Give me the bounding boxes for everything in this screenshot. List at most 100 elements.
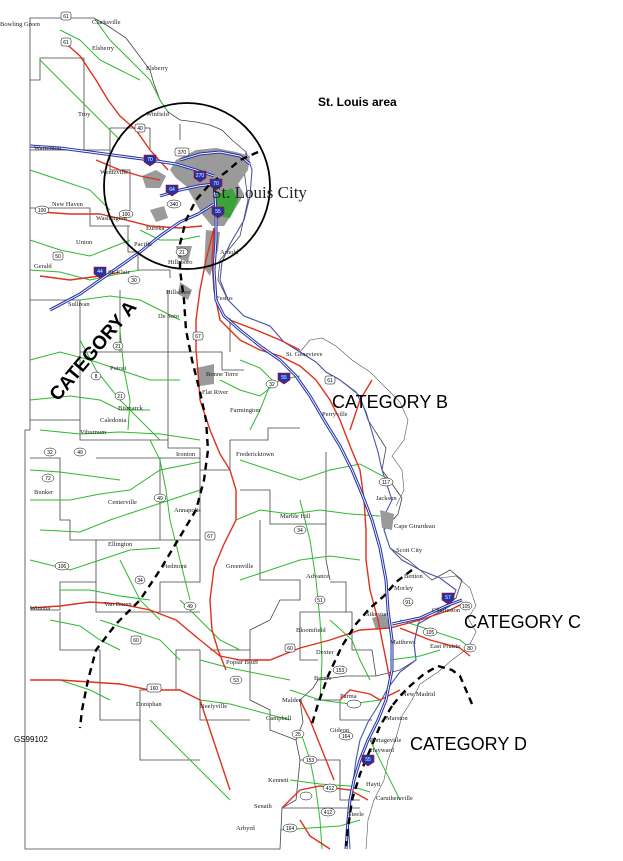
town-label: Eureka <box>146 225 165 232</box>
us-route-shield: 160 <box>146 683 162 693</box>
svg-text:49: 49 <box>187 604 193 610</box>
town-label: Flat River <box>202 389 229 396</box>
town-label: Potosi <box>110 365 126 372</box>
svg-text:412: 412 <box>326 786 335 792</box>
us-160 <box>30 679 201 701</box>
svg-text:153: 153 <box>306 758 315 764</box>
state-route-shield: 34 <box>293 525 307 535</box>
svg-text:8: 8 <box>95 374 98 380</box>
county-line <box>199 452 331 581</box>
state-route-shield: 49 <box>153 493 167 503</box>
interstate-shield: 55 <box>361 754 375 767</box>
town-label: Marble Hill <box>280 513 311 520</box>
map-code-label: GS99102 <box>14 735 48 744</box>
route-shields: 61 61 370 40 340 100 100 50 <box>34 11 477 833</box>
svg-text:100: 100 <box>38 208 47 214</box>
interstate-shield: 270 <box>193 170 207 183</box>
svg-text:51: 51 <box>317 598 323 604</box>
interstate-shield: 55 <box>277 372 291 385</box>
town-label: Sullivan <box>68 301 90 308</box>
town-label: Piedmont <box>162 563 187 570</box>
area-title: St. Louis area <box>318 95 397 109</box>
town-label: Farmington <box>230 407 261 414</box>
red-road <box>229 319 301 351</box>
interstates <box>29 144 463 850</box>
town-labels: Bowling Green Clarksville Elsberry Elsbe… <box>0 19 461 832</box>
state-route-shield: 412 <box>320 807 336 817</box>
state-route-shield: 72 <box>41 473 55 483</box>
us-67 <box>195 227 237 671</box>
town-label: Jackson <box>376 495 397 502</box>
svg-text:153: 153 <box>336 668 345 674</box>
svg-text:164: 164 <box>342 734 351 740</box>
svg-text:40: 40 <box>137 126 143 132</box>
svg-text:91: 91 <box>405 600 411 606</box>
state-route-shield: 164 <box>338 731 354 741</box>
town-label: Bunker <box>34 489 54 496</box>
state-route-shield: 53 <box>229 675 243 685</box>
town-label: East Prairie <box>430 643 460 650</box>
county-line <box>139 650 297 761</box>
category-a-boundary <box>78 150 259 729</box>
svg-text:160: 160 <box>150 686 159 692</box>
state-route-shield: 105 <box>422 627 438 637</box>
county-line <box>167 290 244 371</box>
us-route-shield: 60 <box>284 643 296 653</box>
state-route-shield: 34 <box>134 575 146 585</box>
town-label: Arbyrd <box>236 825 256 832</box>
town-label: Annapolis <box>174 507 201 514</box>
town-label: Dexter <box>316 649 335 656</box>
urban-patch <box>372 614 390 630</box>
svg-text:80: 80 <box>467 646 473 652</box>
state-route-shield: 51 <box>314 595 326 605</box>
svg-text:61: 61 <box>63 14 69 20</box>
state-route-shield: 8 <box>90 371 102 381</box>
us-route-shield: 61 <box>60 37 72 47</box>
category-a-label: CATEGORY A <box>46 297 142 405</box>
state-route-shield: 164 <box>282 823 298 833</box>
category-b-boundary <box>310 569 413 725</box>
town-label: St. Genevieve <box>286 351 323 358</box>
interstate-shield: 70 <box>143 154 157 167</box>
county-line <box>210 520 301 651</box>
svg-text:21: 21 <box>117 394 123 400</box>
svg-text:49: 49 <box>77 450 83 456</box>
town-label: Steele <box>348 811 364 818</box>
svg-text:57: 57 <box>445 595 451 601</box>
state-route-shield: 21 <box>114 391 126 401</box>
svg-text:55: 55 <box>281 375 287 381</box>
state-route-shield <box>346 699 362 709</box>
red-road <box>299 819 331 850</box>
county-line <box>30 207 171 278</box>
svg-text:21: 21 <box>179 250 185 256</box>
svg-text:340: 340 <box>170 202 179 208</box>
svg-text:21: 21 <box>115 344 121 350</box>
town-label: Cape Girardeau <box>394 523 436 530</box>
state-route-shield: 49 <box>183 601 197 611</box>
state-route-shield: 32 <box>265 379 279 389</box>
town-label: Viburnum <box>80 429 106 436</box>
us-route-shield: 60 <box>130 635 142 645</box>
svg-text:50: 50 <box>55 254 61 260</box>
town-label: Portageville <box>370 737 402 744</box>
town-label: Morley <box>394 585 414 592</box>
category-c-boundary <box>391 664 474 707</box>
town-label: Doniphan <box>136 701 162 708</box>
category-boundaries <box>78 150 474 847</box>
town-label: Winona <box>30 605 50 612</box>
county-line <box>30 290 169 440</box>
town-label: Elsberry <box>146 65 169 72</box>
us-60 <box>29 601 463 661</box>
state-route-shield: 117 <box>378 477 394 487</box>
town-label: Centerville <box>108 499 137 506</box>
svg-text:34: 34 <box>137 578 143 584</box>
interstate-shield: 57 <box>441 592 455 605</box>
svg-text:30: 30 <box>131 278 137 284</box>
town-label: Perryville <box>322 411 348 418</box>
town-label: Hillsboro <box>168 259 193 266</box>
town-label: Winfield <box>146 111 170 118</box>
svg-text:61: 61 <box>327 378 333 384</box>
urban-patch <box>196 364 214 386</box>
town-label: Elsberry <box>92 45 115 52</box>
